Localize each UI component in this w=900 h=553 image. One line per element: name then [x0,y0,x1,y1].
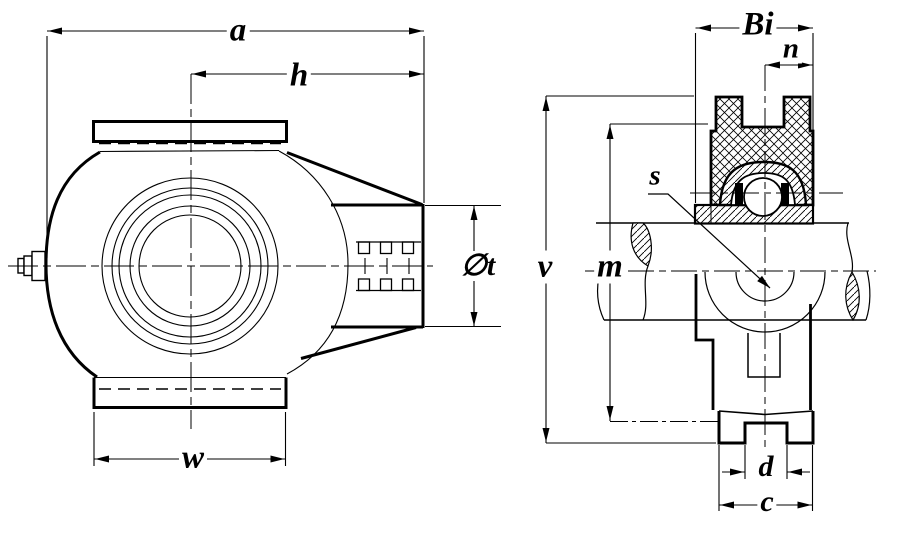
front-extension-lines [46,36,501,466]
front-center-lines [8,74,433,429]
dim-label-s: s [646,161,664,191]
dim-label-n: n [779,34,803,64]
dim-label-diameter-t: ∅t [457,251,499,281]
bottom-flange [92,377,288,409]
front-view [8,27,501,466]
dim-label-Bi: Bi [739,8,777,42]
top-flange [92,120,288,143]
dim-label-c: c [757,487,777,517]
column-slot [747,333,781,378]
side-center-lines [585,65,876,447]
front-dimension-arrows [48,27,478,463]
bearing-ball [743,177,783,217]
takeup-arm [286,151,425,360]
dim-label-h: h [286,59,312,93]
side-section-view [542,24,876,511]
bearing-seals [735,183,789,205]
thread-symbol [356,241,421,292]
housing-right-outline [278,150,349,375]
side-dimension-arrows [542,24,812,509]
dim-label-v: v [534,250,556,284]
dim-label-d: d [755,452,777,482]
housing-top-face [99,149,280,153]
front-dimension-lines [47,30,475,460]
shaft-break-right [845,222,871,322]
bottom-block-fill [719,411,813,443]
s-leader [648,193,771,289]
dim-label-a: a [226,14,250,48]
dim-label-m: m [594,250,626,284]
dim-label-w: w [178,441,208,475]
bottom-block-outline [717,411,815,445]
housing-left-outline [44,150,101,379]
lower-column [694,274,812,410]
